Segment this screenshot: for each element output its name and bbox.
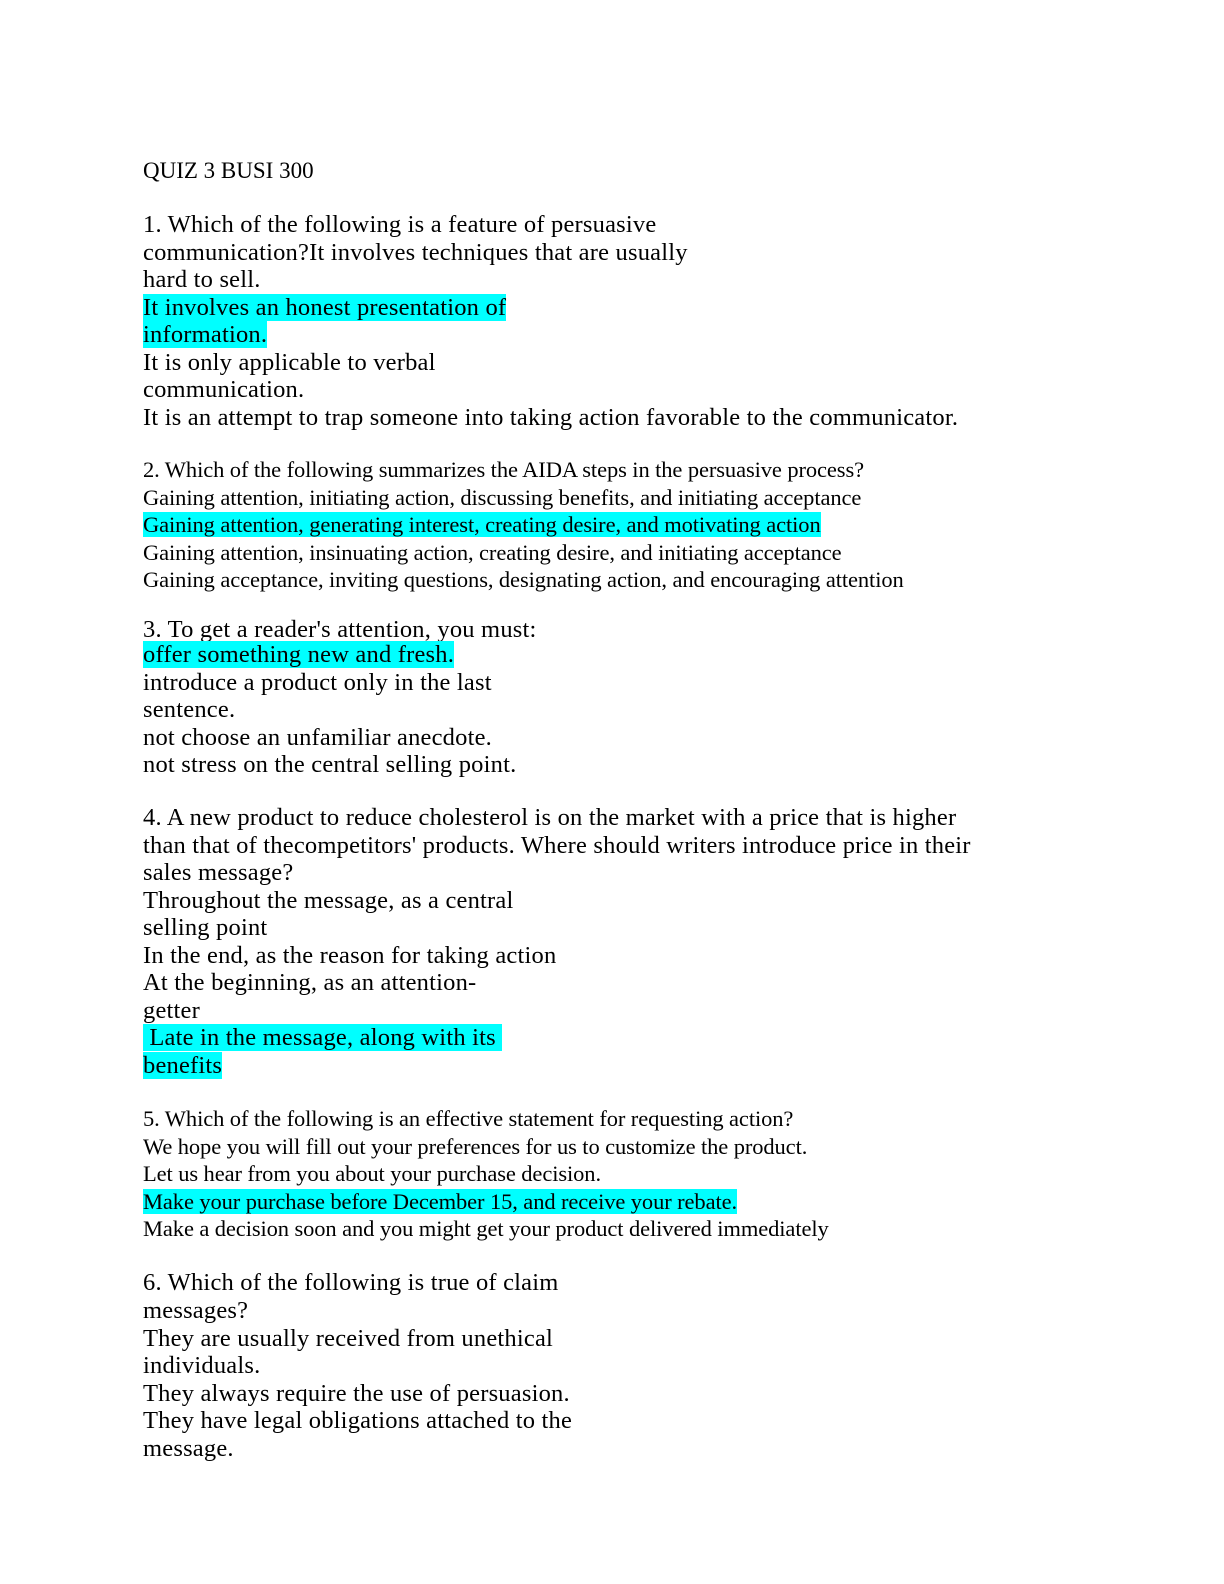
- question-line: 6. Which of the following is true of cla…: [143, 1268, 1143, 1297]
- line-text: 5. Which of the following is an effectiv…: [143, 1106, 794, 1131]
- answer-option: Throughout the message, as a central: [143, 887, 1143, 915]
- line-text: introduce a product only in the last: [143, 668, 492, 696]
- line-text: individuals.: [143, 1352, 261, 1379]
- line-text: not choose an unfamiliar anecdote.: [143, 723, 492, 751]
- question-line: 4. A new product to reduce cholesterol i…: [143, 804, 1143, 832]
- line-text: It involves an honest presentation of: [143, 293, 507, 321]
- answer-highlighted: benefits: [143, 1051, 1143, 1080]
- line-text: They are usually received from unethical: [143, 1324, 554, 1352]
- line-text: offer something new and fresh.: [143, 641, 455, 668]
- answer-option: They are usually received from unethical: [143, 1325, 1143, 1353]
- answer-option: It is only applicable to verbal: [143, 349, 1143, 377]
- line-text: Gaining acceptance, inviting questions, …: [143, 567, 904, 592]
- line-text: selling point: [143, 914, 268, 941]
- line-text: Make a decision soon and you might get y…: [143, 1216, 829, 1241]
- line-text: not stress on the central selling point.: [143, 751, 517, 778]
- line-text: 2. Which of the following summarizes the…: [143, 457, 865, 482]
- question-1: 1. Which of the following is a feature o…: [143, 211, 1143, 431]
- line-text: Gaining attention, insinuating action, c…: [143, 539, 842, 565]
- line-text: They always require the use of persuasio…: [143, 1379, 570, 1407]
- question-line: 2. Which of the following summarizes the…: [143, 456, 1143, 484]
- question-line: communication?It involves techniques tha…: [143, 239, 1143, 267]
- question-4: 4. A new product to reduce cholesterol i…: [143, 804, 1143, 1079]
- answer-option: They have legal obligations attached to …: [143, 1407, 1143, 1435]
- line-text: We hope you will fill out your preferenc…: [143, 1133, 808, 1159]
- answer-option: Make a decision soon and you might get y…: [143, 1215, 1143, 1243]
- answer-option: They always require the use of persuasio…: [143, 1380, 1143, 1408]
- line-text: information.: [143, 321, 268, 348]
- question-6: 6. Which of the following is true of cla…: [143, 1268, 1143, 1462]
- question-line: 5. Which of the following is an effectiv…: [143, 1105, 1143, 1133]
- answer-option: introduce a product only in the last: [143, 669, 1143, 697]
- page-title: QUIZ 3 BUSI 300: [143, 158, 314, 183]
- question-line: hard to sell.: [143, 266, 1143, 294]
- question-line: sales message?: [143, 859, 1143, 887]
- answer-option: Gaining acceptance, inviting questions, …: [143, 566, 1143, 594]
- question-line: 1. Which of the following is a feature o…: [143, 211, 1143, 239]
- question-5: 5. Which of the following is an effectiv…: [143, 1105, 1143, 1243]
- answer-highlighted: Gaining attention, generating interest, …: [143, 511, 1143, 539]
- line-text: 3. To get a reader's attention, you must…: [143, 616, 537, 643]
- answer-highlighted: It involves an honest presentation of: [143, 293, 1143, 322]
- answer-option: communication.: [143, 376, 1143, 404]
- question-2: 2. Which of the following summarizes the…: [143, 456, 1143, 594]
- line-text: benefits: [143, 1051, 223, 1079]
- line-text: They have legal obligations attached to …: [143, 1407, 573, 1434]
- line-text: In the end, as the reason for taking act…: [143, 941, 557, 969]
- line-text: Make your purchase before December 15, a…: [143, 1188, 738, 1214]
- line-text: sales message?: [143, 859, 294, 886]
- answer-highlighted: offer something new and fresh.: [143, 641, 1143, 669]
- answer-option: In the end, as the reason for taking act…: [143, 942, 1143, 970]
- answer-option: Gaining attention, initiating action, di…: [143, 484, 1143, 512]
- answer-option: sentence.: [143, 696, 1143, 724]
- answer-option: Let us hear from you about your purchase…: [143, 1160, 1143, 1188]
- question-line: messages?: [143, 1297, 1143, 1325]
- line-text: messages?: [143, 1297, 249, 1324]
- answer-option: We hope you will fill out your preferenc…: [143, 1133, 1143, 1161]
- line-text: Let us hear from you about your purchase…: [143, 1161, 601, 1186]
- line-text: than that of thecompetitors' products. W…: [143, 831, 971, 859]
- question-line: than that of thecompetitors' products. W…: [143, 832, 1143, 860]
- answer-highlighted: information.: [143, 321, 1143, 349]
- line-text: Gaining attention, initiating action, di…: [143, 484, 862, 510]
- answer-option: It is an attempt to trap someone into ta…: [143, 404, 1143, 432]
- line-text: communication.: [143, 376, 305, 403]
- question-3: 3. To get a reader's attention, you must…: [143, 616, 1143, 779]
- question-line: 3. To get a reader's attention, you must…: [143, 616, 1143, 643]
- answer-option: getter: [143, 997, 1143, 1025]
- line-text: sentence.: [143, 696, 236, 723]
- answer-option: message.: [143, 1435, 1143, 1463]
- answer-highlighted: Late in the message, along with its: [143, 1024, 1143, 1052]
- line-text: Gaining attention, generating interest, …: [143, 512, 821, 537]
- line-text: 4. A new product to reduce cholesterol i…: [143, 804, 957, 831]
- answer-option: At the beginning, as an attention-: [143, 969, 1143, 997]
- answer-option: not choose an unfamiliar anecdote.: [143, 724, 1143, 752]
- answer-option: Gaining attention, insinuating action, c…: [143, 539, 1143, 567]
- answer-highlighted: Make your purchase before December 15, a…: [143, 1188, 1143, 1216]
- line-text: Throughout the message, as a central: [143, 886, 514, 914]
- line-text: getter: [143, 996, 200, 1024]
- line-text: It is only applicable to verbal: [143, 348, 436, 376]
- line-text: hard to sell.: [143, 266, 261, 293]
- line-text: 6. Which of the following is true of cla…: [143, 1269, 559, 1296]
- line-text: communication?It involves techniques tha…: [143, 238, 688, 266]
- line-text: message.: [143, 1434, 234, 1462]
- line-text: 1. Which of the following is a feature o…: [143, 211, 657, 238]
- answer-option: individuals.: [143, 1352, 1143, 1380]
- line-text: Late in the message, along with its: [143, 1024, 503, 1051]
- answer-option: selling point: [143, 914, 1143, 942]
- line-text: At the beginning, as an attention-: [143, 969, 477, 996]
- line-text: It is an attempt to trap someone into ta…: [143, 403, 959, 431]
- answer-option: not stress on the central selling point.: [143, 751, 1143, 779]
